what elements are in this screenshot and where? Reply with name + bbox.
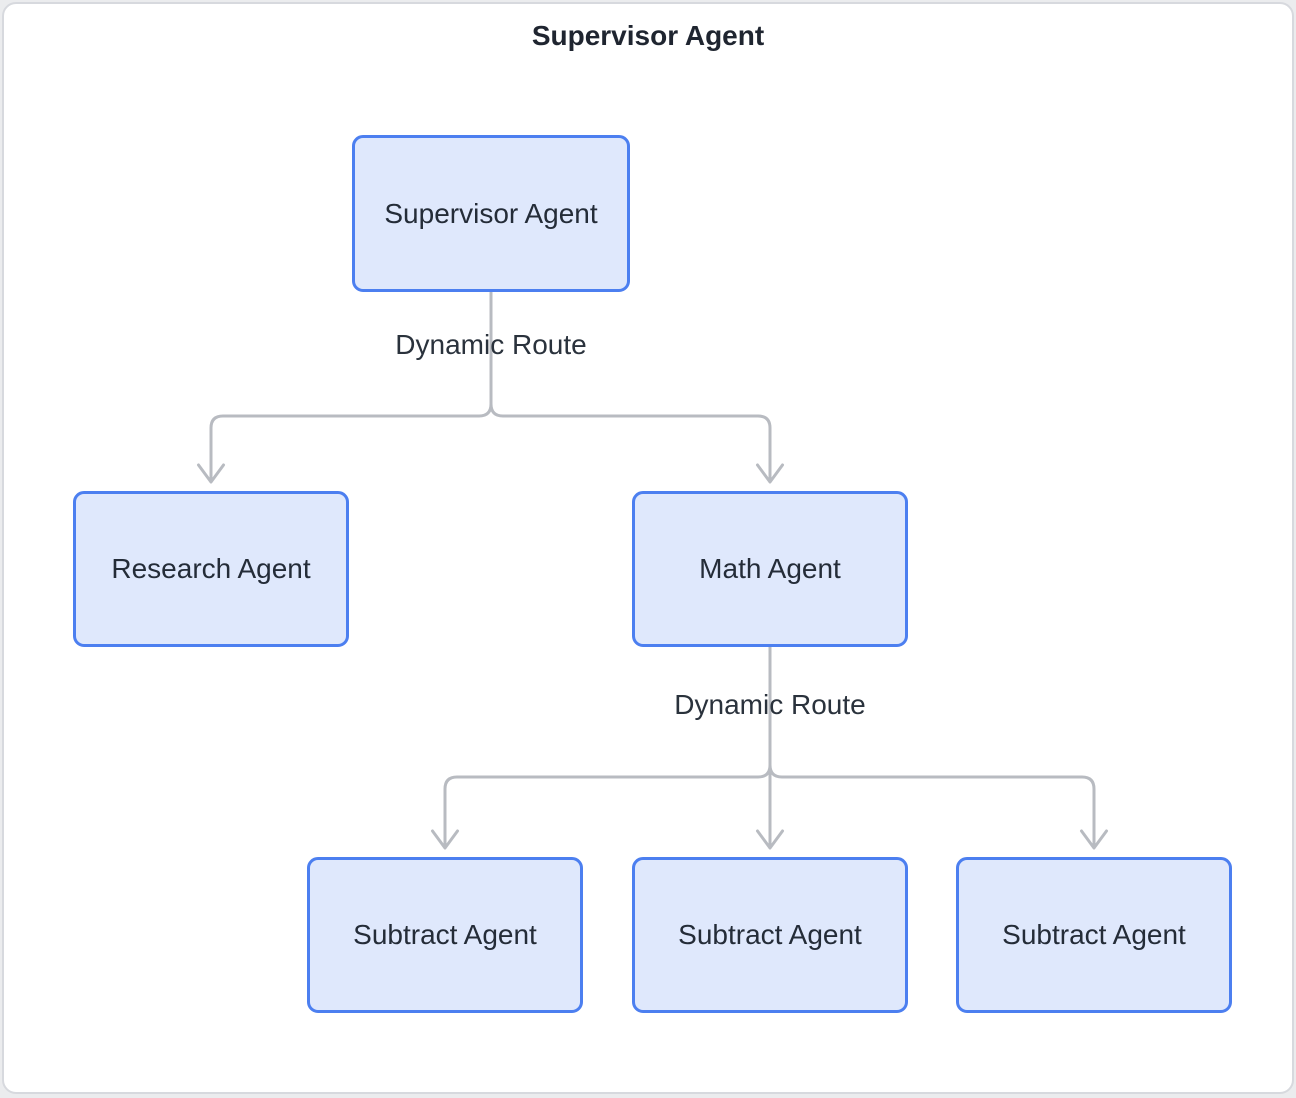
edge-math-to-subtract-1 [443, 646, 772, 846]
node-subtract-agent-3: Subtract Agent [956, 857, 1232, 1013]
node-subtract-agent-1: Subtract Agent [307, 857, 583, 1013]
arrowhead-research [197, 463, 225, 484]
node-math-agent: Math Agent [632, 491, 908, 647]
arrowhead-subtract-3 [1080, 829, 1108, 850]
edge-supervisor-to-math [489, 291, 772, 480]
edge-label-dynamic-route-1: Dynamic Route [395, 329, 587, 360]
arrowhead-math [756, 463, 784, 484]
arrowhead-subtract-2 [756, 829, 784, 850]
diagram-title: Supervisor Agent [531, 20, 765, 51]
edge-math-to-subtract-3 [768, 646, 1096, 846]
arrowhead-subtract-1 [431, 829, 459, 850]
node-subtract-agent-2: Subtract Agent [632, 857, 908, 1013]
node-supervisor-agent: Supervisor Agent [352, 135, 630, 292]
edge-supervisor-to-research [209, 291, 493, 480]
node-research-agent: Research Agent [73, 491, 349, 647]
edge-label-dynamic-route-2: Dynamic Route [674, 689, 866, 720]
